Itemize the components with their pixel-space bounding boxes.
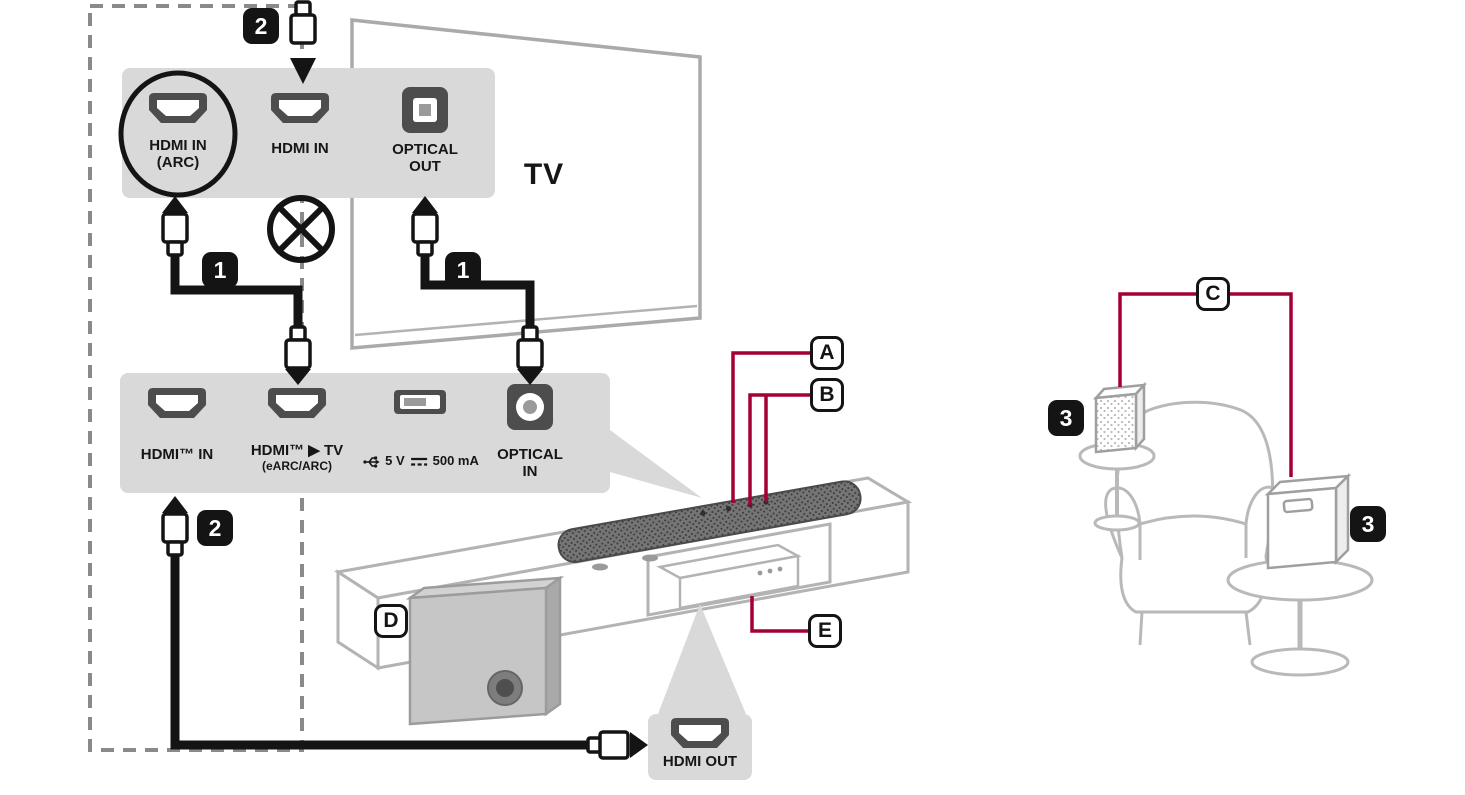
leader-line-a — [731, 351, 812, 503]
subwoofer-port-icon — [496, 679, 514, 697]
surround-speaker-right — [1264, 472, 1352, 570]
tv-hdmi-arc-label-line2: (ARC) — [156, 153, 200, 171]
step-3-badge-right: 3 — [1350, 506, 1386, 542]
step-1-badge-right: 1 — [445, 252, 481, 288]
arrow-up-icon — [162, 496, 188, 513]
step-2-badge-bottom: 2 — [197, 510, 233, 546]
callout-a-badge: A — [810, 336, 844, 370]
soundbar-button-icon — [725, 506, 732, 512]
soundbar-button-icon — [700, 510, 706, 516]
tv-optical-out-label-line2: OUT — [409, 157, 441, 175]
step-1-badge-left: 1 — [202, 252, 238, 288]
tv-optical-out-port-icon — [402, 87, 448, 133]
callout-b-badge: B — [810, 378, 844, 412]
soundbar-hdmi-tv-label-line1: HDMI™ ▶ TV — [250, 442, 344, 459]
soundbar-optical-in-port-icon — [507, 384, 553, 430]
tv-label: TV — [523, 158, 565, 191]
hdmi-arc-cable — [161, 196, 312, 385]
device-port-callout-wedge — [658, 604, 746, 714]
dc-voltage-icon — [410, 457, 427, 466]
arrow-down-icon — [517, 369, 543, 385]
media-device — [656, 543, 802, 610]
tv-hdmi-in-label: HDMI IN — [271, 140, 329, 157]
soundbar-usb-label: 5 V 500 mA — [363, 453, 479, 470]
subwoofer — [405, 575, 565, 726]
tv-optical-out-label-line1: OPTICAL — [392, 141, 458, 158]
step-3-badge-left: 3 — [1048, 400, 1084, 436]
arrow-right-icon — [630, 732, 648, 758]
usb-current-label: 500 mA — [432, 453, 479, 469]
soundbar-hdmi-tv-label: HDMI™ ▶ TV (eARC/ARC) — [250, 442, 344, 473]
soundbar-usb-port-icon — [394, 390, 446, 414]
leader-line-b — [748, 393, 812, 505]
no-connection-icon — [267, 195, 335, 263]
soundbar-panel-callout-wedge — [610, 430, 702, 498]
hdmi-cable-2 — [161, 496, 648, 760]
usb-trident-icon — [363, 456, 380, 468]
soundbar-hdmi-in-label: HDMI™ IN — [140, 446, 214, 463]
arrow-up-icon — [162, 196, 188, 213]
soundbar-ports-panel — [120, 373, 610, 493]
tv-hdmi-arc-label: HDMI IN (ARC) — [149, 137, 207, 172]
callout-leader-lines — [731, 292, 1293, 633]
soundbar-optical-in-label-line1: OPTICAL — [497, 446, 563, 463]
arrow-up-icon — [412, 196, 438, 213]
step-2-badge-top: 2 — [243, 8, 279, 44]
leader-line-c — [1118, 292, 1293, 477]
surround-speaker-left — [1092, 381, 1148, 454]
optical-cable — [411, 196, 544, 385]
soundbar-optical-in-label: OPTICAL IN — [497, 446, 563, 481]
leader-line-e — [750, 596, 808, 633]
soundbar-hdmi-tv-port-icon — [268, 388, 326, 418]
usb-volts-label: 5 V — [385, 453, 405, 469]
soundbar-hdmi-in-port-icon — [148, 388, 206, 418]
tv-hdmi-in-port-icon — [271, 93, 329, 123]
tv-ports-panel — [122, 68, 495, 198]
speaker-slot-icon — [1282, 497, 1314, 514]
right-side-table — [1226, 558, 1374, 677]
soundbar-hdmi-tv-label-line2: (eARC/ARC) — [262, 458, 332, 473]
tv-hdmi-arc-port-icon — [149, 93, 207, 123]
device-hdmi-out-port-icon — [671, 718, 729, 748]
device-hdmi-out-label: HDMI OUT — [662, 753, 738, 770]
arrow-down-icon — [290, 58, 316, 84]
soundbar-optical-in-label-line2: IN — [522, 462, 538, 480]
hdmi-cable-2-top-plug — [289, 0, 317, 84]
arrow-down-icon — [285, 369, 311, 385]
callout-c-badge: C — [1196, 277, 1230, 311]
arc-port-highlight-circle — [118, 70, 238, 198]
tv-optical-out-label: OPTICAL OUT — [392, 141, 458, 176]
tv-hdmi-arc-label-line1: HDMI IN — [149, 137, 207, 154]
callout-e-badge: E — [808, 614, 842, 648]
callout-d-badge: D — [374, 604, 408, 638]
